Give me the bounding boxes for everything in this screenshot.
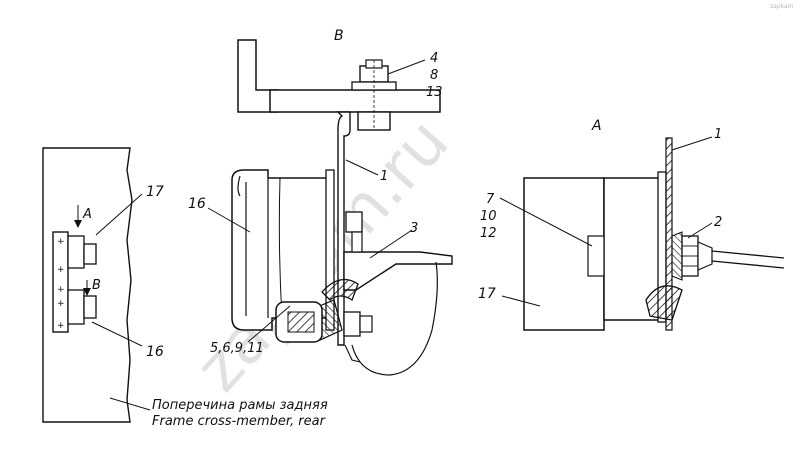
leader-3 bbox=[369, 229, 413, 259]
callout-17-left: 17 bbox=[146, 184, 164, 200]
lower-lamp-connector bbox=[83, 295, 97, 319]
lamp-plate bbox=[52, 231, 69, 333]
center-view-b: B bbox=[188, 28, 453, 376]
callout-17-right: 17 bbox=[478, 286, 496, 302]
lamp-17-bolt bbox=[587, 235, 605, 277]
svg-text:+: + bbox=[57, 321, 65, 331]
caption-ru: Поперечина рамы задняя bbox=[152, 398, 328, 413]
callout-12: 12 bbox=[480, 226, 497, 241]
leader-1-mid bbox=[345, 159, 379, 176]
svg-text:+: + bbox=[57, 265, 65, 275]
leader-16-mid bbox=[207, 207, 251, 233]
wire bbox=[351, 261, 438, 376]
connector-nut bbox=[343, 311, 361, 337]
callout-10: 10 bbox=[480, 209, 497, 224]
grommet-hatched bbox=[321, 278, 359, 301]
leader-frame-caption bbox=[109, 397, 151, 411]
bracket-3-bolt bbox=[345, 211, 363, 233]
leader-2 bbox=[687, 222, 713, 239]
callout-1-right: 1 bbox=[714, 127, 722, 142]
leader-7-10-12 bbox=[499, 197, 593, 247]
caption-en: Frame cross-member, rear bbox=[152, 414, 327, 429]
left-view-frame: + + + + + A B 17 16 bbox=[42, 147, 164, 423]
callout-7: 7 bbox=[486, 192, 495, 207]
frame-cross-member-outline bbox=[42, 147, 133, 423]
callout-4: 4 bbox=[430, 51, 438, 66]
right-view-a: A 1 2 7 10 12 17 bbox=[478, 118, 785, 331]
upper-lamp-body bbox=[67, 235, 85, 269]
site-mark: zapkam bbox=[770, 3, 794, 10]
bracket-1-right bbox=[665, 137, 673, 331]
view-label-b: B bbox=[334, 28, 344, 44]
leader-17-right bbox=[501, 295, 541, 307]
horizontal-flange bbox=[269, 89, 441, 113]
leader-17-left bbox=[95, 193, 143, 236]
callout-16-mid: 16 bbox=[188, 196, 206, 212]
view-arrow-label-b: B bbox=[92, 278, 101, 293]
callout-3: 3 bbox=[410, 221, 418, 236]
bracket-3 bbox=[343, 251, 453, 291]
leader-4-8-13 bbox=[387, 59, 426, 75]
callout-5-6-9-11: 5,6,9,11 bbox=[210, 341, 264, 356]
callout-8: 8 bbox=[430, 68, 438, 83]
callout-13: 13 bbox=[426, 85, 443, 100]
view-arrow-label-a: A bbox=[82, 207, 92, 222]
upper-lamp-connector bbox=[83, 243, 97, 265]
grommet-right bbox=[645, 285, 683, 321]
leader-1-right bbox=[671, 136, 713, 151]
svg-text:+: + bbox=[57, 299, 65, 309]
view-label-a: A bbox=[591, 118, 602, 134]
callout-1-mid: 1 bbox=[380, 169, 388, 184]
leader-5-6-9-11 bbox=[247, 305, 291, 343]
frame-plus-signs: + + + + + bbox=[57, 237, 65, 331]
callout-16-left: 16 bbox=[146, 344, 164, 360]
callout-2: 2 bbox=[714, 215, 722, 230]
svg-text:+: + bbox=[57, 237, 65, 247]
lower-lamp-body bbox=[67, 289, 85, 325]
svg-text:+: + bbox=[57, 285, 65, 295]
cable-right bbox=[711, 250, 785, 259]
leader-16-left bbox=[91, 321, 143, 347]
